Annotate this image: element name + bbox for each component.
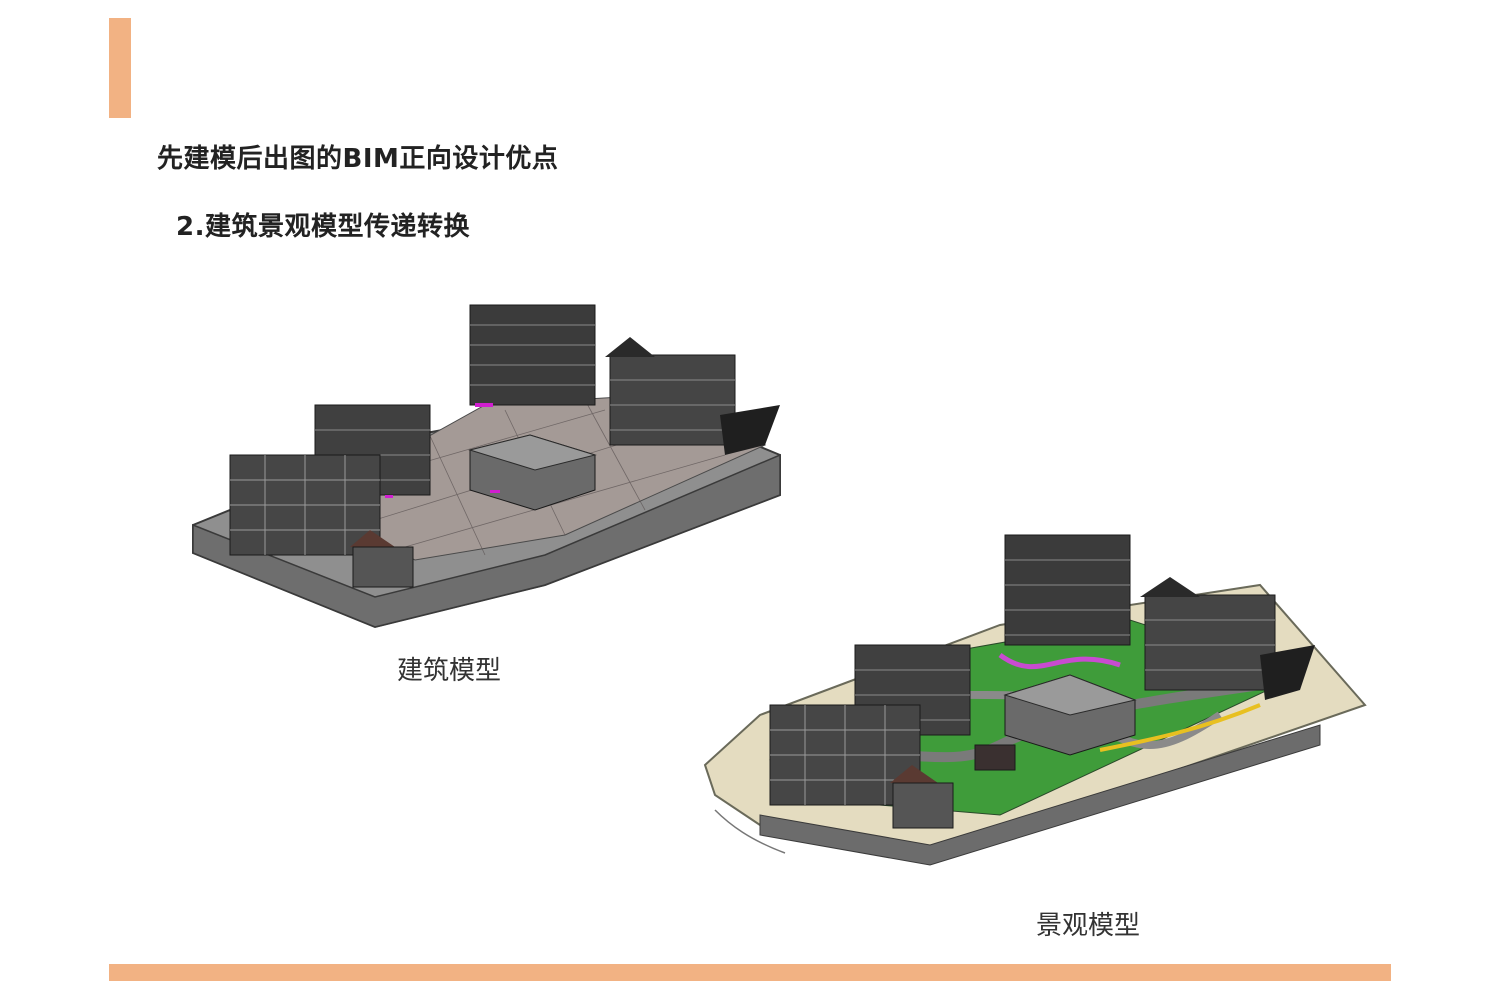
- page-title: 先建模后出图的BIM正向设计优点: [157, 144, 559, 174]
- landscape-model-caption: 景观模型: [1036, 911, 1141, 941]
- architecture-model-image: [192, 304, 781, 629]
- landscape-model-image: [703, 534, 1367, 866]
- section-subtitle: 2.建筑景观模型传递转换: [176, 212, 470, 242]
- accent-bar-top: [109, 18, 131, 118]
- accent-bar-bottom: [109, 964, 1391, 981]
- architecture-model-caption: 建筑模型: [397, 656, 502, 686]
